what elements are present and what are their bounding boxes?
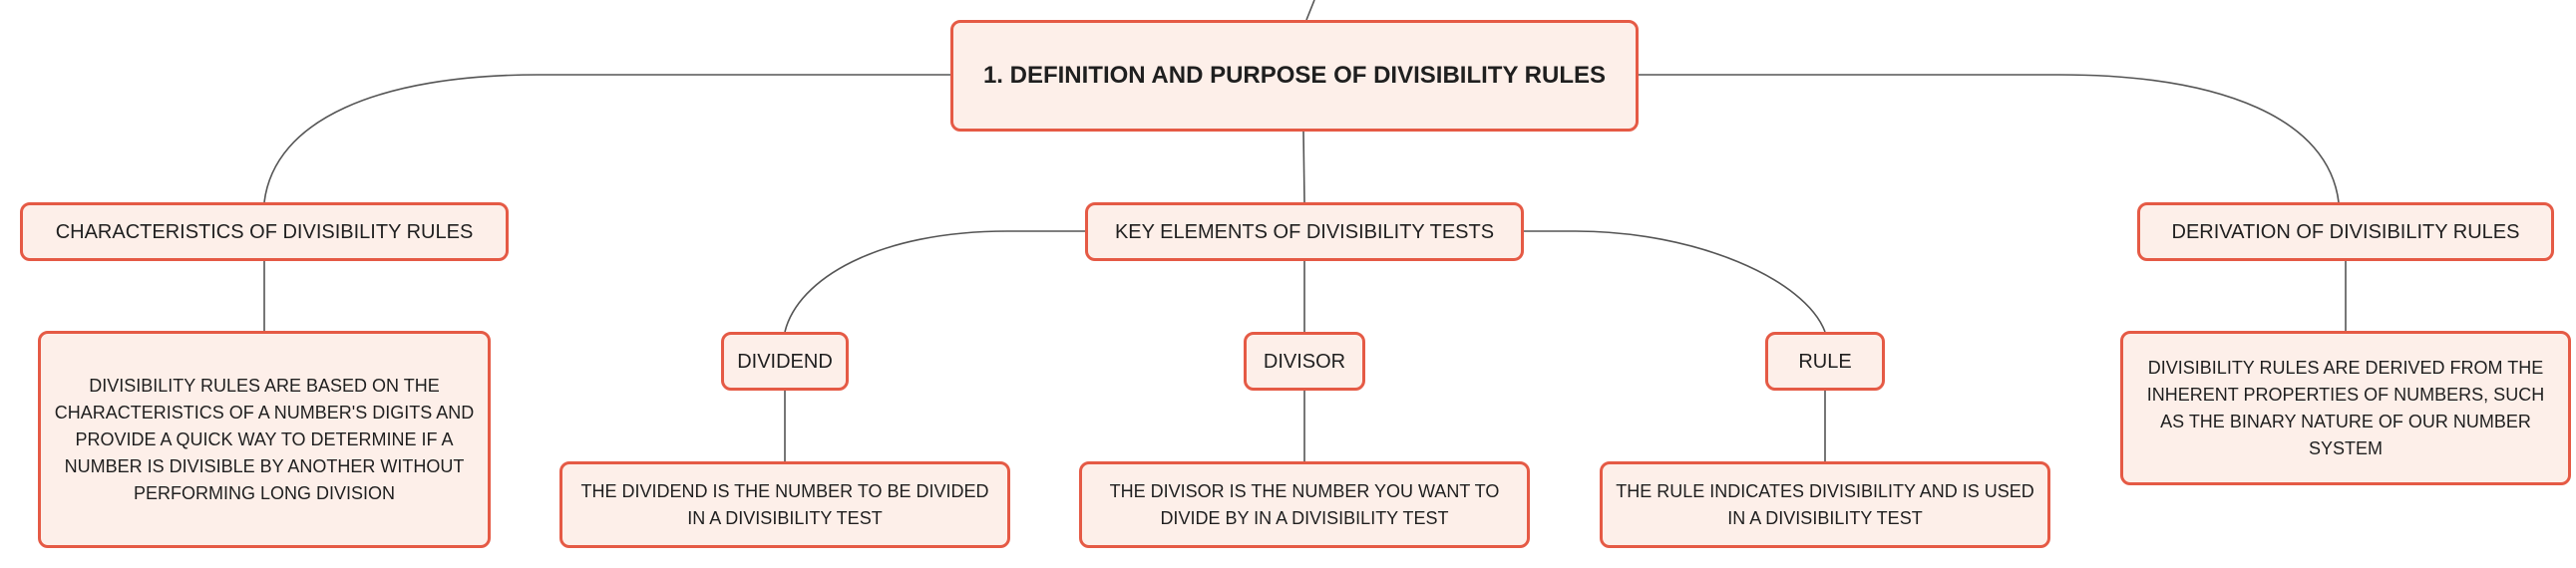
divisor-description[interactable]: THE DIVISOR IS THE NUMBER YOU WANT TO DI… [1079,461,1530,548]
child-dividend-label: DIVIDEND [737,350,833,373]
child-divisor[interactable]: DIVISOR [1244,332,1365,391]
characteristics-description-text: DIVISIBILITY RULES ARE BASED ON THE CHAR… [54,375,475,503]
child-dividend[interactable]: DIVIDEND [721,332,849,391]
root-node[interactable]: 1. DEFINITION AND PURPOSE OF DIVISIBILIT… [950,20,1639,132]
rule-description-text: THE RULE INDICATES DIVISIBILITY AND IS U… [1616,480,2034,528]
dividend-description[interactable]: THE DIVIDEND IS THE NUMBER TO BE DIVIDED… [559,461,1010,548]
characteristics-description[interactable]: DIVISIBILITY RULES ARE BASED ON THE CHAR… [38,331,491,548]
branch-key-elements[interactable]: KEY ELEMENTS OF DIVISIBILITY TESTS [1085,202,1524,261]
connector-root-key-elements [1302,131,1305,203]
rule-description[interactable]: THE RULE INDICATES DIVISIBILITY AND IS U… [1600,461,2050,548]
connector-root-characteristics [263,74,950,203]
dividend-description-text: THE DIVIDEND IS THE NUMBER TO BE DIVIDED… [580,480,989,528]
root-node-label: 1. DEFINITION AND PURPOSE OF DIVISIBILIT… [982,62,1607,89]
derivation-description-text: DIVISIBILITY RULES ARE DERIVED FROM THE … [2146,357,2545,458]
branch-key-elements-label: KEY ELEMENTS OF DIVISIBILITY TESTS [1114,220,1495,243]
branch-derivation-label: DERIVATION OF DIVISIBILITY RULES [2171,220,2520,243]
child-divisor-label: DIVISOR [1263,350,1346,373]
branch-derivation[interactable]: DERIVATION OF DIVISIBILITY RULES [2137,202,2554,261]
child-rule[interactable]: RULE [1765,332,1885,391]
connector-key-dividend [784,230,1085,333]
divisor-description-text: THE DIVISOR IS THE NUMBER YOU WANT TO DI… [1109,480,1500,528]
connector-root-derivation [1639,74,2340,203]
connector-root-parent [1305,0,1315,21]
branch-characteristics-label: CHARACTERISTICS OF DIVISIBILITY RULES [55,220,474,243]
connector-key-rule [1524,230,1826,333]
child-rule-label: RULE [1798,350,1852,373]
branch-characteristics[interactable]: CHARACTERISTICS OF DIVISIBILITY RULES [20,202,509,261]
derivation-description[interactable]: DIVISIBILITY RULES ARE DERIVED FROM THE … [2120,331,2571,485]
